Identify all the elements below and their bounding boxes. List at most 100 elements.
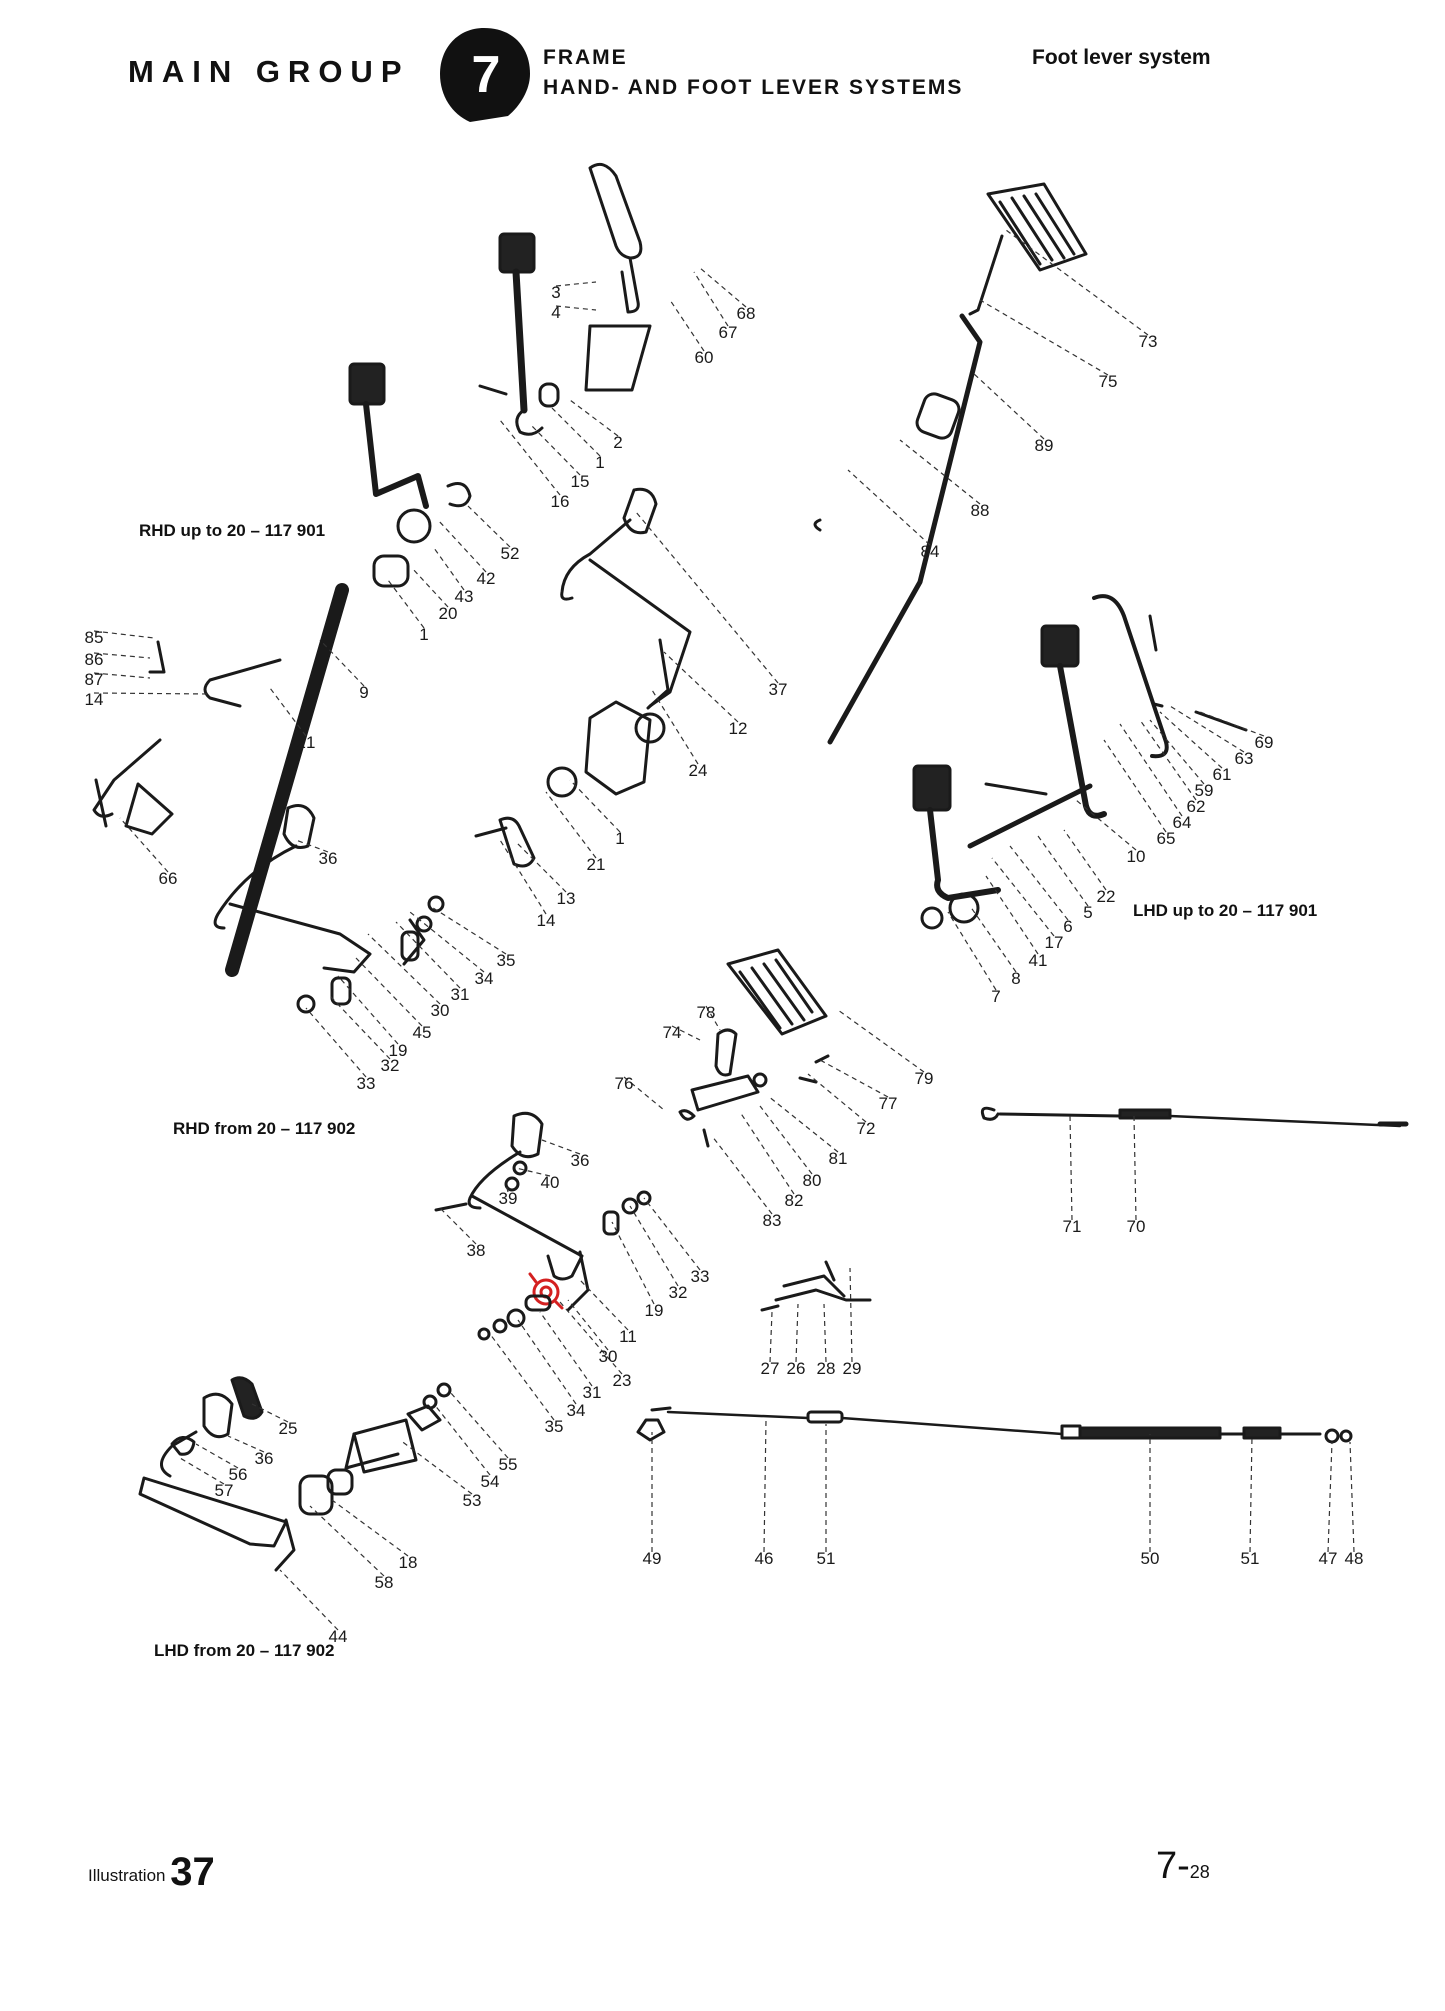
lhd-from-assembly [138,1376,452,1572]
leader-line-32 [629,1205,679,1287]
callout-51: 51 [1241,1549,1260,1568]
callout-27: 27 [761,1359,780,1378]
callout-33: 33 [691,1267,710,1286]
callout-58: 58 [375,1573,394,1592]
leader-line-84 [847,469,931,546]
callout-4: 4 [551,303,560,322]
callout-68: 68 [737,304,756,323]
leader-line-9 [319,639,365,687]
callout-20: 20 [439,604,458,623]
leader-line-19 [337,975,399,1045]
callout-14: 14 [537,911,556,930]
leader-line-1 [387,579,425,629]
callout-19: 19 [645,1301,664,1320]
leader-line-52 [467,505,511,548]
leader-line-27 [769,1311,773,1363]
leader-line-33 [305,1007,367,1078]
leader-line-55 [449,1391,509,1459]
leader-line-51 [1249,1435,1253,1553]
callout-80: 80 [803,1171,822,1190]
callout-31: 31 [583,1383,602,1402]
variant-label-lhd-from: LHD from 20 – 117 902 [154,1641,335,1660]
rhd-from-lever-middle [434,1111,652,1312]
callout-62: 62 [1187,797,1206,816]
leader-line-88 [899,439,981,505]
leader-line-60 [669,299,705,352]
leader-line-47 [1327,1441,1333,1553]
callout-54: 54 [481,1472,500,1491]
leader-line-15 [529,423,581,476]
lhd-up-to-assembly [912,594,1248,930]
callout-9: 9 [359,683,368,702]
leader-line-63 [1169,705,1245,753]
callout-17: 17 [1045,933,1064,952]
leader-line-59 [1149,719,1205,785]
callout-34: 34 [567,1401,586,1420]
callout-28: 28 [817,1359,836,1378]
accelerator-pedal-top [813,182,1088,745]
callout-48: 48 [1345,1549,1364,1568]
callout-35: 35 [497,951,516,970]
leader-line-35 [429,905,507,955]
leader-line-42 [437,519,487,573]
leader-line-26 [795,1303,799,1363]
callout-32: 32 [381,1056,400,1075]
callout-35: 35 [545,1417,564,1436]
leader-line-58 [309,1505,385,1577]
callout-86: 86 [85,650,104,669]
leader-line-35 [489,1333,555,1421]
leader-line-44 [279,1569,339,1631]
leader-line-21 [545,791,597,859]
leader-line-87 [93,672,151,679]
leader-line-11 [579,1279,629,1331]
leader-line-64 [1119,723,1183,817]
leader-line-77 [819,1059,889,1098]
callout-61: 61 [1213,765,1232,784]
leader-line-34 [517,1319,577,1405]
callout-6: 6 [1063,917,1072,936]
leader-line-14 [93,692,211,695]
leader-line-83 [711,1135,773,1215]
parts-line-art [92,162,1409,1572]
callout-74: 74 [663,1023,682,1042]
leader-line-22 [1063,829,1107,891]
callout-15: 15 [571,472,590,491]
pedal-assembly-top [478,162,652,436]
rhd-from-pin-stack [477,1294,552,1341]
callout-88: 88 [971,501,990,520]
leader-line-80 [759,1105,813,1175]
leader-line-67 [693,271,729,327]
variant-label-lhd-up-to: LHD up to 20 – 117 901 [1133,901,1318,920]
callout-40: 40 [541,1173,560,1192]
leader-line-45 [355,957,423,1027]
callout-50: 50 [1141,1549,1160,1568]
rhd-from-assembly [213,804,445,1014]
callout-23: 23 [613,1371,632,1390]
leader-line-75 [979,299,1109,376]
callout-87: 87 [85,670,104,689]
leader-line-19 [611,1221,655,1305]
callout-1: 1 [419,625,428,644]
leader-line-6 [1009,845,1069,921]
callout-1: 1 [595,453,604,472]
leader-line-89 [971,371,1045,440]
callout-82: 82 [785,1191,804,1210]
callout-22: 22 [1097,887,1116,906]
callout-39: 39 [499,1189,518,1208]
variant-label-rhd-from: RHD from 20 – 117 902 [173,1119,356,1138]
leader-line-3 [555,281,597,287]
leader-line-71 [1069,1115,1073,1221]
callout-75: 75 [1099,372,1118,391]
leader-line-40 [515,1167,551,1177]
callout-2: 2 [613,433,622,452]
leader-line-37 [635,511,779,684]
variant-label-rhd-up-to: RHD up to 20 – 117 901 [139,521,326,540]
callout-45: 45 [413,1023,432,1042]
leader-line-48 [1349,1441,1355,1553]
leader-line-17 [991,857,1055,937]
callout-44: 44 [329,1627,348,1646]
callout-36: 36 [571,1151,590,1170]
callout-21: 21 [297,733,316,752]
callout-72: 72 [857,1119,876,1138]
callout-38: 38 [467,1241,486,1260]
